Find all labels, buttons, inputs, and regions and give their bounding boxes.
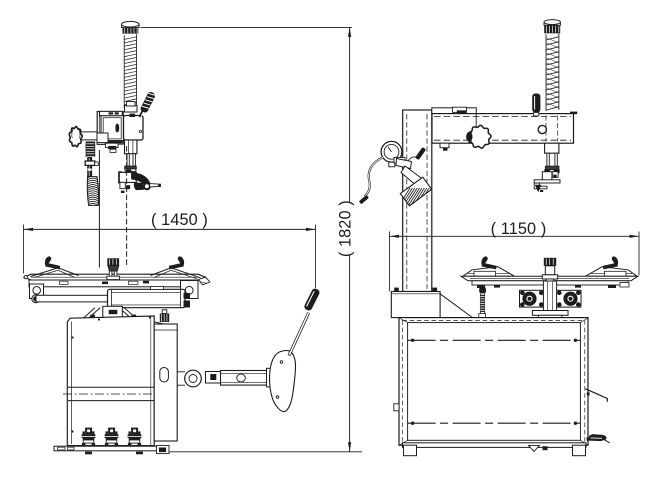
svg-text:( 1150 ): ( 1150 ) xyxy=(491,220,547,238)
svg-text:( 1450 ): ( 1450 ) xyxy=(151,211,208,229)
svg-text:( 1820 ): ( 1820 ) xyxy=(336,200,354,257)
